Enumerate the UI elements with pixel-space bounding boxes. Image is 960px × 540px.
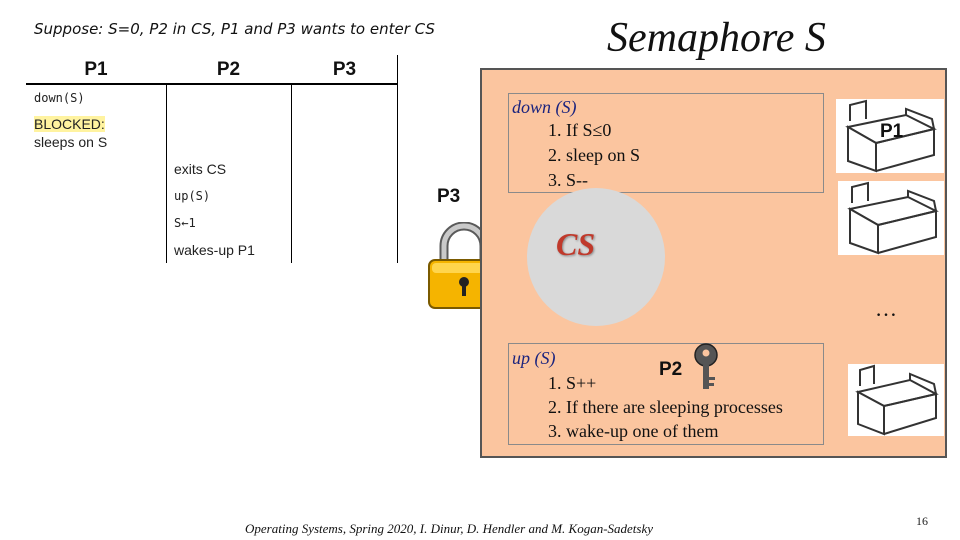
empty-bed [848,364,944,436]
p1-sleeping-bed [836,99,944,173]
more-beds-ellipsis: … [875,296,897,321]
p3-waiting-label: P3 [437,186,461,207]
up-title: up (S) [512,348,556,369]
column-header-p1: P1 [84,59,108,80]
down-step-1: 1. If S≤0 [548,120,612,140]
up-step-3: 3. wake-up one of them [548,421,719,441]
up-code-box [508,343,824,445]
p1-blocked-text: BLOCKED: [34,116,105,132]
p1-bed-label: P1 [880,121,904,142]
p2-assign-text: S←1 [174,216,196,230]
p1-sleeps-text: sleeps on S [34,134,108,150]
column-header-p3: P3 [332,59,357,80]
key-icon [690,343,722,391]
slide-title: Semaphore S [607,15,826,61]
up-title-text: up (S) [512,348,556,368]
critical-section-circle [527,188,665,326]
empty-bed [838,181,944,255]
footer-credit: Operating Systems, Spring 2020, I. Dinur… [245,521,654,536]
column-divider [397,55,398,263]
p2-exits-text: exits CS [174,161,227,177]
column-divider [166,85,167,263]
critical-section-label: CS [556,226,596,262]
p2-wakes-text: wakes-up P1 [174,242,255,258]
down-title: down (S) [512,97,577,118]
up-step-2: 2. If there are sleeping processes [548,397,783,417]
p2-label: P2 [659,359,683,380]
scenario-text: Suppose: S=0, P2 in CS, P1 and P3 wants … [34,20,435,38]
down-step-3: 3. S-- [548,170,588,190]
page-number: 16 [916,514,928,528]
down-title-text: down (S) [512,97,577,117]
down-code-box [508,93,824,193]
p2-up-call: up(S) [174,189,211,203]
column-header-p2: P2 [216,59,241,80]
header-divider [26,83,398,85]
down-step-2: 2. sleep on S [548,145,640,165]
up-step-1: 1. S++ [548,373,597,393]
process-table: P1 P2 P3 down(S) BLOCKED: sleeps on S ex… [26,55,398,263]
p1-down-call: down(S) [34,91,85,105]
column-divider [291,85,292,263]
